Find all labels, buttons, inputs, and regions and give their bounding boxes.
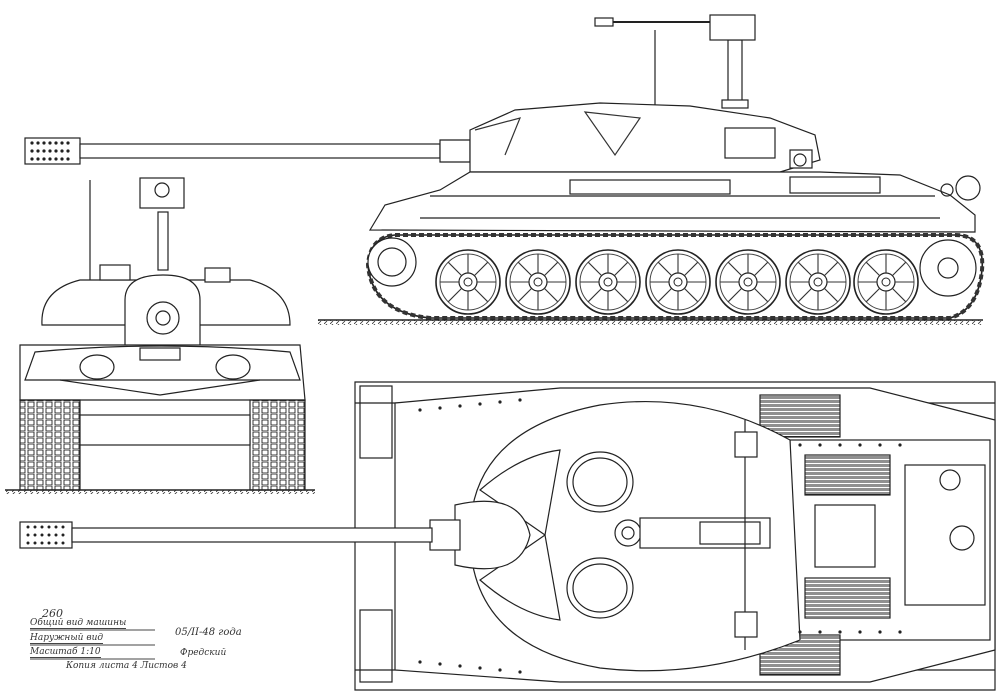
signature-date: 05/II-48 года [175,627,242,638]
side-gun-barrel [24,137,471,165]
top-engine-grille-upper [804,454,891,496]
side-view [24,14,985,325]
side-antiaircraft-mg [594,14,756,109]
signature-name: Фредский [180,648,227,658]
stamp-line-2: Наружный вид [30,633,104,644]
stamp-line-3: Масштаб 1:10 [30,647,101,658]
top-engine-grille-lower [804,577,891,619]
top-rivets [418,398,902,674]
stamp-line-4: Копия листа 4 Листов 4 [66,661,187,671]
front-view [5,177,315,494]
top-view [19,381,996,691]
front-right-track [249,399,306,491]
sheet-number: 260 [42,607,63,620]
top-gun-barrel [19,521,433,549]
stamp-line-1: Общий вид машины [30,618,127,629]
front-left-track [19,399,81,491]
title-stamp-box [30,629,155,660]
